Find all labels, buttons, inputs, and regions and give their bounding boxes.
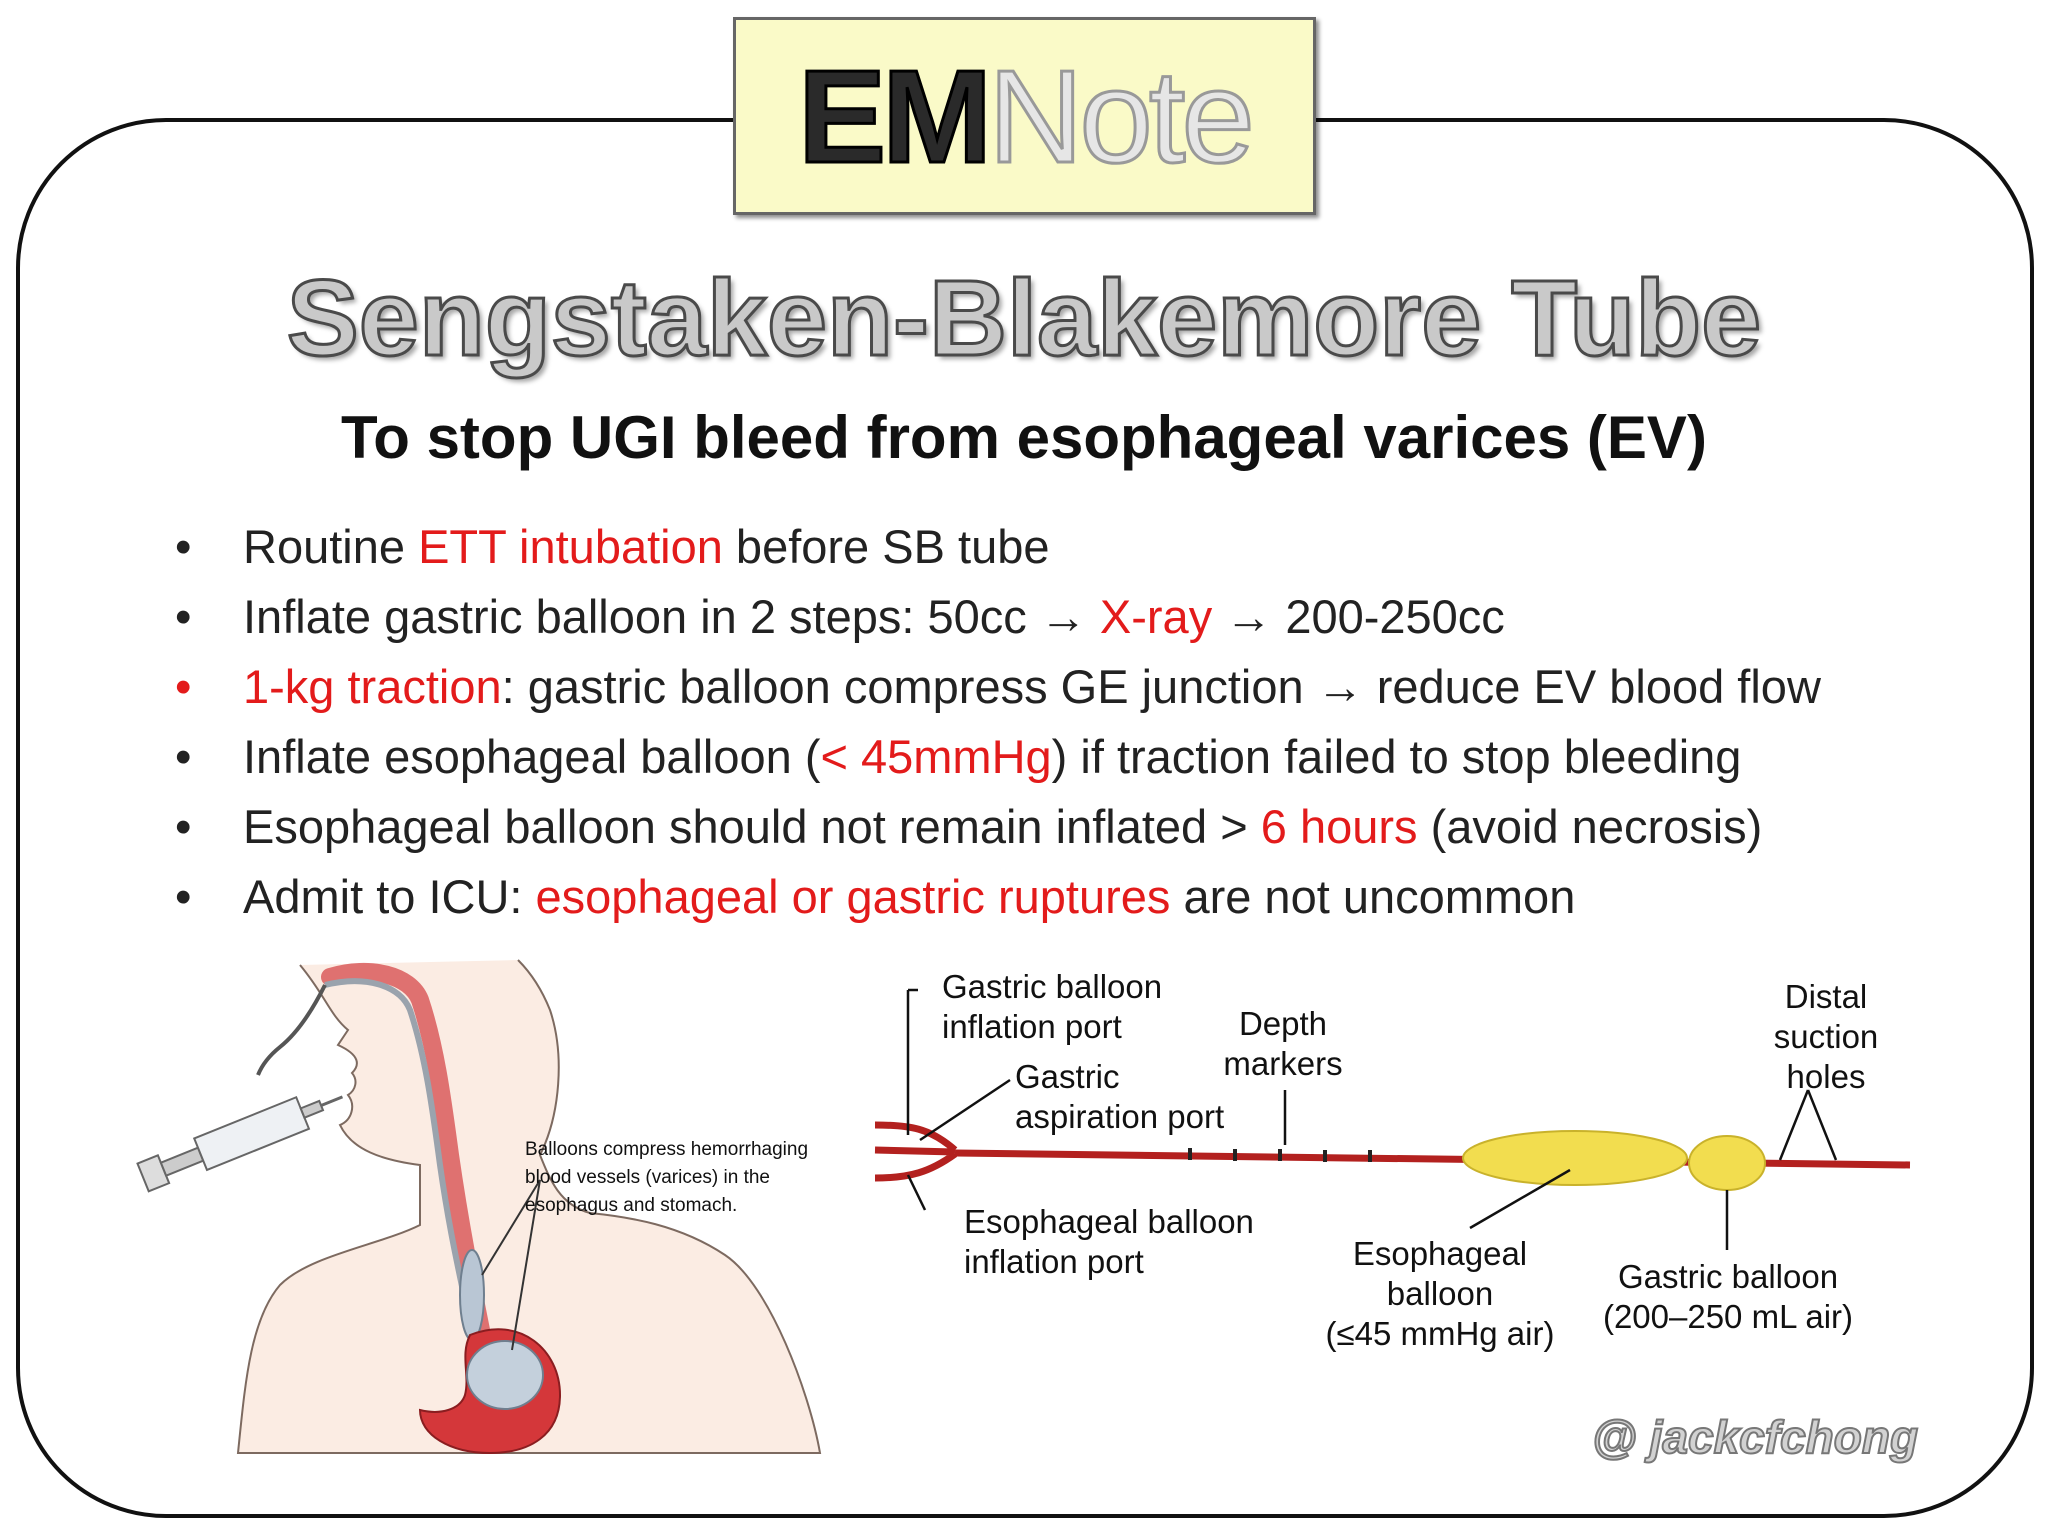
bullet-item: • Esophageal balloon should not remain in… (175, 792, 1821, 862)
esophageal-balloon (1462, 1130, 1688, 1186)
bullet-text: (avoid necrosis) (1417, 800, 1763, 853)
label-gastric-inflation-port-1: Gastric balloon (942, 968, 1162, 1005)
label-esophageal-balloon-1: Esophageal (1353, 1235, 1527, 1272)
bullet-highlight-text: 6 hours (1260, 800, 1418, 853)
anatomy-illustration: Balloons compress hemorrhaging blood ves… (136, 959, 822, 1455)
bullet-highlight-text: esophageal or gastric ruptures (535, 870, 1171, 923)
sb-tube-in-body (324, 978, 473, 1326)
bullet-item: • Admit to ICU: esophageal or gastric rup… (175, 862, 1821, 932)
bullet-item: • Inflate gastric balloon in 2 steps: 50c… (175, 582, 1821, 652)
anatomy-caption-line2: blood vessels (varices) in the (525, 1167, 770, 1188)
bullet-text: → 200-250cc (1212, 590, 1505, 643)
esophageal-balloon-anatomy (459, 1249, 485, 1341)
label-esophageal-inflation-1: Esophageal balloon (964, 1203, 1254, 1240)
bullet-text: Admit to ICU: (243, 870, 536, 923)
bullet-text: ) if traction failed to stop bleeding (1051, 730, 1742, 783)
tube-shaft (954, 1149, 1911, 1169)
author-credit: @ jackcfchong (1591, 1410, 1919, 1464)
anatomy-caption-line1: Balloons compress hemorrhaging (525, 1139, 808, 1160)
bullet-highlight-text: X-ray (1099, 590, 1213, 643)
page-title: Sengstaken-Blakemore Tube (285, 256, 1762, 380)
label-gastric-aspiration-1: Gastric (1015, 1058, 1120, 1095)
gastric-balloon-anatomy (466, 1340, 544, 1410)
bullet-list: • Routine ETT intubation before SB tube • I… (175, 512, 1821, 932)
bullet-dot-icon: • (175, 520, 192, 573)
gastric-balloon (1688, 1135, 1766, 1191)
bullet-item: • Inflate esophageal balloon (< 45mmHg) i… (175, 722, 1821, 792)
bullet-text: before SB tube (722, 520, 1050, 573)
bullet-dot-icon: • (175, 870, 192, 923)
label-gastric-inflation-port-2: inflation port (942, 1008, 1122, 1045)
page-subtitle: To stop UGI bleed from esophageal varice… (341, 404, 1707, 471)
bullet-text: Routine (243, 520, 419, 573)
port-branches (874, 1121, 958, 1182)
label-distal-suction-3: holes (1787, 1058, 1866, 1095)
bullet-text: Inflate gastric balloon in 2 steps: 50cc… (243, 590, 1100, 643)
label-depth-markers-2: markers (1223, 1045, 1342, 1082)
bullet-dot-icon: • (175, 800, 192, 853)
sb-tube-diagram: Gastric balloon inflation port Gastric a… (874, 968, 1911, 1352)
logo-em-text: EM (797, 41, 994, 191)
label-depth-markers-1: Depth (1239, 1005, 1327, 1042)
label-esophageal-balloon-3: (≤45 mmHg air) (1326, 1315, 1555, 1352)
bullet-dot-icon: • (175, 730, 192, 783)
logo-note-text: Note (987, 41, 1257, 191)
label-esophageal-inflation-2: inflation port (964, 1243, 1144, 1280)
bullet-text: are not uncommon (1170, 870, 1576, 923)
bullet-text: Esophageal balloon should not remain inf… (243, 800, 1261, 853)
bullet-highlight-text: < 45mmHg (820, 730, 1052, 783)
label-gastric-balloon-1: Gastric balloon (1618, 1258, 1838, 1295)
label-esophageal-balloon-2: balloon (1387, 1275, 1493, 1312)
bullet-text: : gastric balloon compress GE junction →… (501, 660, 1821, 713)
bullet-dot-icon: • (175, 660, 192, 713)
bullet-highlight-text: 1-kg traction (243, 660, 502, 713)
bullet-highlight-text: ETT intubation (418, 520, 723, 573)
label-distal-suction-2: suction (1774, 1018, 1879, 1055)
depth-marker-ticks (1188, 1148, 1372, 1162)
body-outline (236, 959, 822, 1454)
external-tube (256, 984, 327, 1076)
bullet-item: • 1-kg traction: gastric balloon compress… (175, 652, 1821, 722)
syringe-icon (136, 1095, 344, 1193)
label-gastric-balloon-2: (200–250 mL air) (1603, 1298, 1853, 1335)
emnote-logo: EMNote (733, 17, 1316, 215)
anatomy-caption-line3: esophagus and stomach. (525, 1195, 737, 1216)
label-distal-suction-1: Distal (1785, 978, 1868, 1015)
bullet-dot-icon: • (175, 590, 192, 643)
bullet-text: Inflate esophageal balloon ( (243, 730, 821, 783)
bullet-item: • Routine ETT intubation before SB tube (175, 512, 1821, 582)
label-gastric-aspiration-2: aspiration port (1015, 1098, 1224, 1135)
